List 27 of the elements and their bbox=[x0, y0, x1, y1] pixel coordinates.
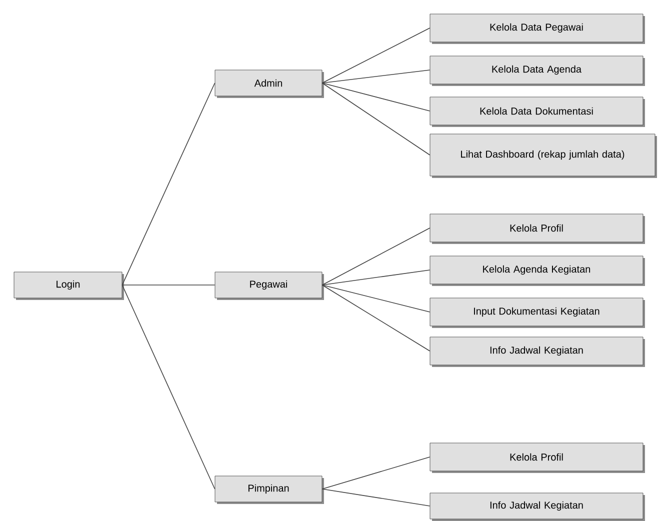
box: Admin bbox=[214, 70, 322, 96]
connector-line bbox=[322, 82, 430, 112]
box: Pimpinan bbox=[214, 476, 322, 502]
connector-line bbox=[122, 284, 216, 286]
connector-line bbox=[322, 284, 430, 312]
connector-line bbox=[322, 488, 430, 506]
box: Kelola Profil bbox=[430, 442, 644, 472]
box: Kelola Agenda Kegiatan bbox=[430, 256, 644, 284]
box: Input Dokumentasi Kegiatan bbox=[430, 298, 644, 326]
box: Kelola Profil bbox=[430, 214, 644, 242]
connector-line bbox=[122, 82, 216, 286]
connector-line bbox=[322, 70, 430, 84]
connector-line bbox=[322, 28, 430, 84]
box: Login bbox=[14, 272, 122, 298]
box: Kelola Data Dokumentasi bbox=[430, 96, 644, 126]
connector-line bbox=[322, 82, 430, 156]
box: Pegawai bbox=[214, 272, 322, 298]
box: Info Jadwal Kegiatan bbox=[430, 336, 644, 366]
connector-line bbox=[322, 284, 430, 352]
connector-line bbox=[322, 228, 430, 286]
connector-line bbox=[122, 284, 216, 490]
box: Lihat Dashboard (rekap jumlah data) bbox=[430, 134, 656, 176]
box: Info Jadwal Kegiatan bbox=[430, 492, 644, 520]
connector-line bbox=[322, 456, 430, 490]
box: Kelola Data Pegawai bbox=[430, 14, 644, 42]
connector-line bbox=[322, 270, 430, 286]
box: Kelola Data Agenda bbox=[430, 56, 644, 84]
